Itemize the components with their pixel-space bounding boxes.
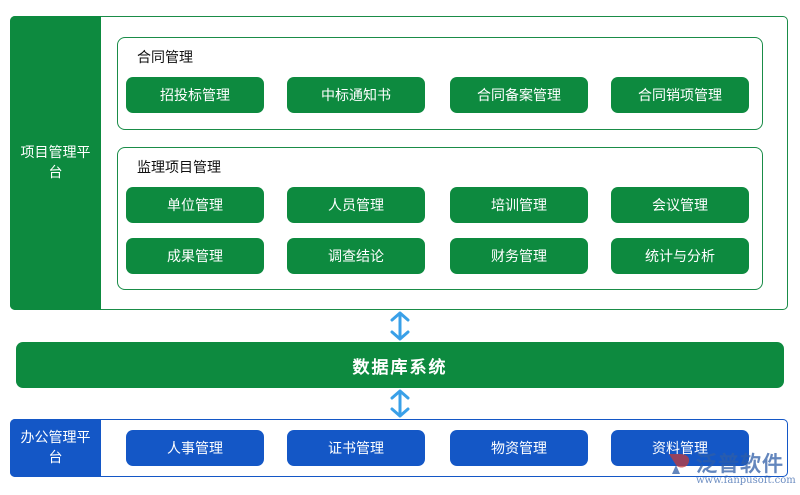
contract-management-title: 合同管理 bbox=[137, 50, 193, 66]
project-platform-label: 项目管理平台 bbox=[10, 16, 101, 310]
watermark-brand: 泛普软件 bbox=[696, 452, 784, 476]
office-platform-label: 办公管理平台 bbox=[10, 419, 101, 477]
project-platform-label-text: 项目管理平台 bbox=[20, 145, 91, 181]
meeting-management-button[interactable]: 会议管理 bbox=[611, 187, 749, 223]
database-system-bar[interactable]: 数据库系统 bbox=[16, 342, 784, 388]
materials-management-button[interactable]: 物资管理 bbox=[450, 430, 588, 466]
database-system-label: 数据库系统 bbox=[352, 357, 448, 378]
statistics-analysis-button[interactable]: 统计与分析 bbox=[611, 238, 749, 274]
results-management-button[interactable]: 成果管理 bbox=[126, 238, 264, 274]
bidding-management-button[interactable]: 招投标管理 bbox=[126, 77, 264, 113]
contract-filing-button[interactable]: 合同备案管理 bbox=[450, 77, 588, 113]
hr-management-button[interactable]: 人事管理 bbox=[126, 430, 264, 466]
investigation-conclusion-button[interactable]: 调查结论 bbox=[287, 238, 425, 274]
award-notice-button[interactable]: 中标通知书 bbox=[287, 77, 425, 113]
double-arrow-icon bbox=[390, 311, 410, 341]
unit-management-button[interactable]: 单位管理 bbox=[126, 187, 264, 223]
contract-closeout-button[interactable]: 合同销项管理 bbox=[611, 77, 749, 113]
watermark-url: www.fanpusoft.com bbox=[696, 475, 796, 486]
training-management-button[interactable]: 培训管理 bbox=[450, 187, 588, 223]
certificate-management-button[interactable]: 证书管理 bbox=[287, 430, 425, 466]
personnel-management-button[interactable]: 人员管理 bbox=[287, 187, 425, 223]
office-platform-label-text: 办公管理平台 bbox=[20, 430, 91, 466]
brand-watermark: 泛普软件 www.fanpusoft.com bbox=[662, 448, 796, 492]
supervision-project-title: 监理项目管理 bbox=[137, 160, 221, 176]
documents-management-button[interactable]: 资料管理 bbox=[611, 430, 749, 466]
logo-icon bbox=[669, 454, 690, 474]
finance-management-button[interactable]: 财务管理 bbox=[450, 238, 588, 274]
double-arrow-icon bbox=[390, 389, 410, 418]
